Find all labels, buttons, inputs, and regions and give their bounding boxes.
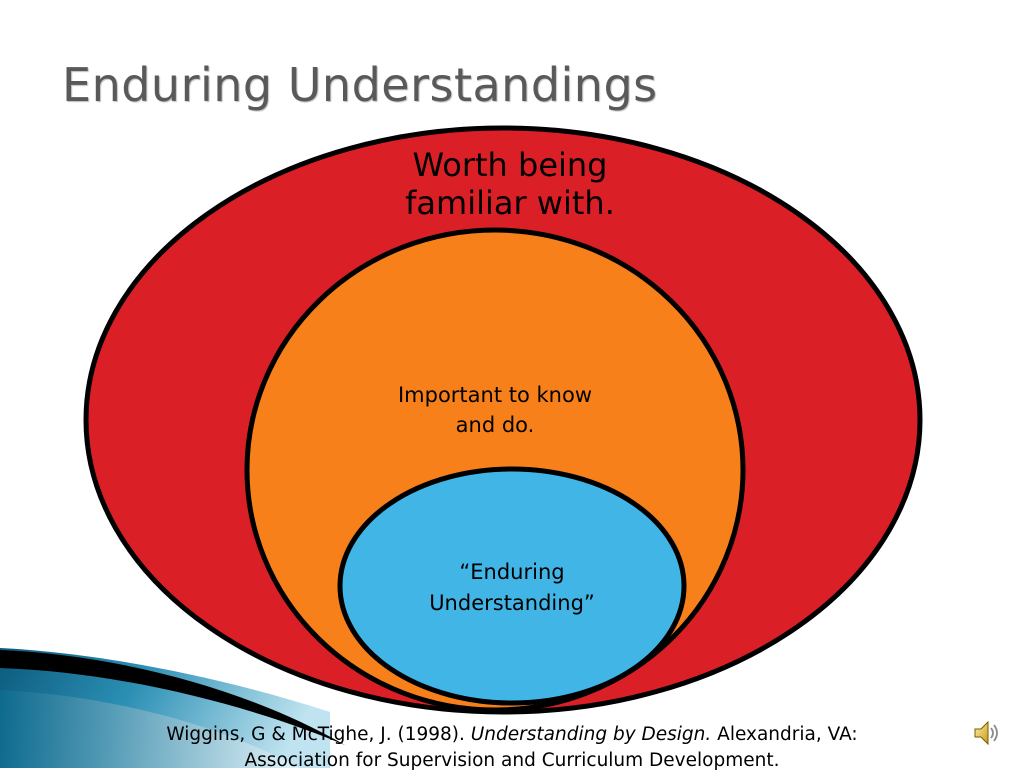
outer-label-line-2: familiar with.	[405, 184, 615, 222]
citation: Wiggins, G & McTighe, J. (1998). Underst…	[62, 722, 962, 774]
middle-label-line-2: and do.	[455, 413, 535, 437]
inner-label: “Enduring Understanding”	[380, 557, 644, 619]
slide-title: Enduring Understandings	[62, 58, 658, 112]
speaker-icon[interactable]	[972, 718, 1002, 748]
inner-label-line-1: “Enduring	[459, 560, 565, 584]
citation-book-title: Understanding by Design.	[470, 724, 712, 745]
citation-line-2: Association for Supervision and Curricul…	[244, 750, 780, 771]
citation-suffix: Alexandria, VA:	[711, 724, 858, 745]
outer-label-line-1: Worth being	[412, 146, 608, 184]
speaker-icon-graphic	[974, 720, 998, 746]
middle-label-line-1: Important to know	[397, 383, 593, 407]
outer-label: Worth being familiar with.	[330, 146, 690, 222]
decorative-swoosh	[0, 648, 345, 768]
middle-label: Important to know and do.	[360, 380, 630, 440]
citation-line-1: Wiggins, G & McTighe, J. (1998). Underst…	[62, 722, 962, 748]
inner-ellipse	[337, 466, 687, 706]
inner-label-line-2: Understanding”	[429, 591, 595, 615]
citation-prefix: Wiggins, G & McTighe, J. (1998).	[166, 724, 471, 745]
